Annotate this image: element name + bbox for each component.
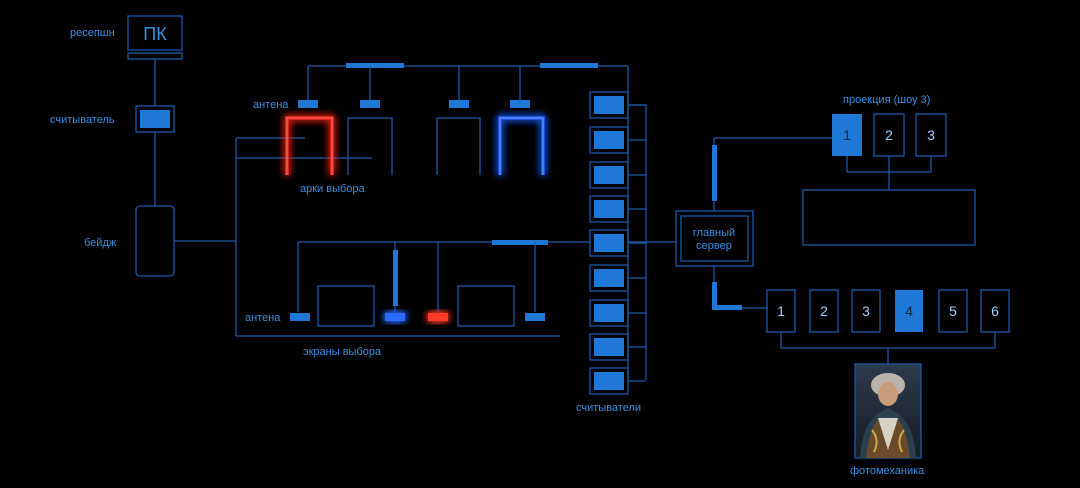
reader-unit-4 bbox=[589, 195, 646, 223]
arch-3 bbox=[436, 117, 481, 175]
badge-box bbox=[135, 205, 175, 277]
pc-keyboard bbox=[127, 52, 183, 60]
arch-2 bbox=[347, 117, 393, 175]
photo-box-label: 6 bbox=[991, 303, 999, 319]
antenna-1 bbox=[298, 100, 318, 108]
photo-box-label: 4 bbox=[905, 303, 913, 319]
arches-label: арки выбора bbox=[300, 183, 366, 195]
top-bus-segment-2 bbox=[540, 63, 598, 68]
projection-box-3: 3 bbox=[915, 113, 947, 157]
main-server-label-1: главный bbox=[693, 227, 735, 239]
antenna-top-label: антена bbox=[253, 99, 289, 111]
projection-box-2: 2 bbox=[873, 113, 905, 157]
screens-label: экраны выбора bbox=[303, 346, 382, 358]
photomechanics-label: фотомеханика bbox=[850, 465, 925, 477]
photo-box-label: 3 bbox=[862, 303, 870, 319]
photo-box-3: 3 bbox=[851, 289, 881, 333]
reader-label: считыватель bbox=[50, 114, 115, 126]
projection-box-label: 2 bbox=[885, 127, 893, 143]
photo-group: 1 2 3 4 5 6 bbox=[766, 289, 1010, 333]
arch-red bbox=[285, 116, 334, 175]
screen-bus-vertical bbox=[393, 250, 398, 306]
projection-box-label: 1 bbox=[843, 127, 851, 143]
pc-label: ПК bbox=[143, 24, 167, 44]
reader-chip bbox=[140, 110, 170, 128]
badge-label: бейдж bbox=[84, 237, 117, 249]
photo-box-label: 1 bbox=[777, 303, 785, 319]
main-server-label-2: сервер bbox=[696, 240, 732, 252]
projection-screen bbox=[802, 189, 976, 246]
reception-label: ресепшн bbox=[70, 27, 115, 39]
reader-unit-7 bbox=[589, 299, 646, 327]
reader-unit-3 bbox=[589, 161, 646, 189]
projection-box-1: 1 bbox=[832, 114, 862, 156]
projection-label: проекция (шоу 3) bbox=[843, 94, 930, 106]
projection-box-label: 3 bbox=[927, 127, 935, 143]
portrait-painting-icon bbox=[854, 363, 922, 459]
selection-screen-2 bbox=[457, 285, 515, 327]
screen-antenna-1 bbox=[290, 313, 310, 321]
server-link-photo-v bbox=[712, 282, 717, 310]
lower-bus-segment bbox=[492, 240, 548, 245]
screen-antenna-blue bbox=[385, 313, 405, 321]
reader-unit-2 bbox=[589, 126, 646, 154]
pc-monitor bbox=[127, 15, 183, 51]
reader-unit-8 bbox=[589, 333, 646, 361]
photo-box-2: 2 bbox=[809, 289, 839, 333]
antenna-3 bbox=[449, 100, 469, 108]
photo-box-4: 4 bbox=[895, 290, 923, 332]
readers-column bbox=[589, 91, 646, 395]
server-link-projection bbox=[712, 145, 717, 201]
screen-antenna-4 bbox=[525, 313, 545, 321]
reader-unit-9 bbox=[589, 367, 646, 395]
reader-unit-6 bbox=[589, 264, 646, 292]
screen-antenna-red bbox=[428, 313, 448, 321]
photo-box-label: 2 bbox=[820, 303, 828, 319]
photo-box-label: 5 bbox=[949, 303, 957, 319]
top-bus-segment-1 bbox=[346, 63, 404, 68]
photo-box-5: 5 bbox=[938, 289, 968, 333]
antenna-4 bbox=[510, 100, 530, 108]
selection-screen-1 bbox=[317, 285, 375, 327]
antenna-bottom-label: антена bbox=[245, 312, 281, 324]
readers-label: считыватели bbox=[576, 402, 641, 414]
server-link-photo-h bbox=[712, 305, 742, 310]
antenna-2 bbox=[360, 100, 380, 108]
main-server-inner bbox=[680, 215, 749, 262]
photo-box-1: 1 bbox=[766, 289, 796, 333]
reader-unit-5 bbox=[589, 229, 646, 257]
photo-box-6: 6 bbox=[980, 289, 1010, 333]
projection-group: 1 2 3 bbox=[832, 113, 947, 157]
arch-blue bbox=[498, 116, 545, 175]
